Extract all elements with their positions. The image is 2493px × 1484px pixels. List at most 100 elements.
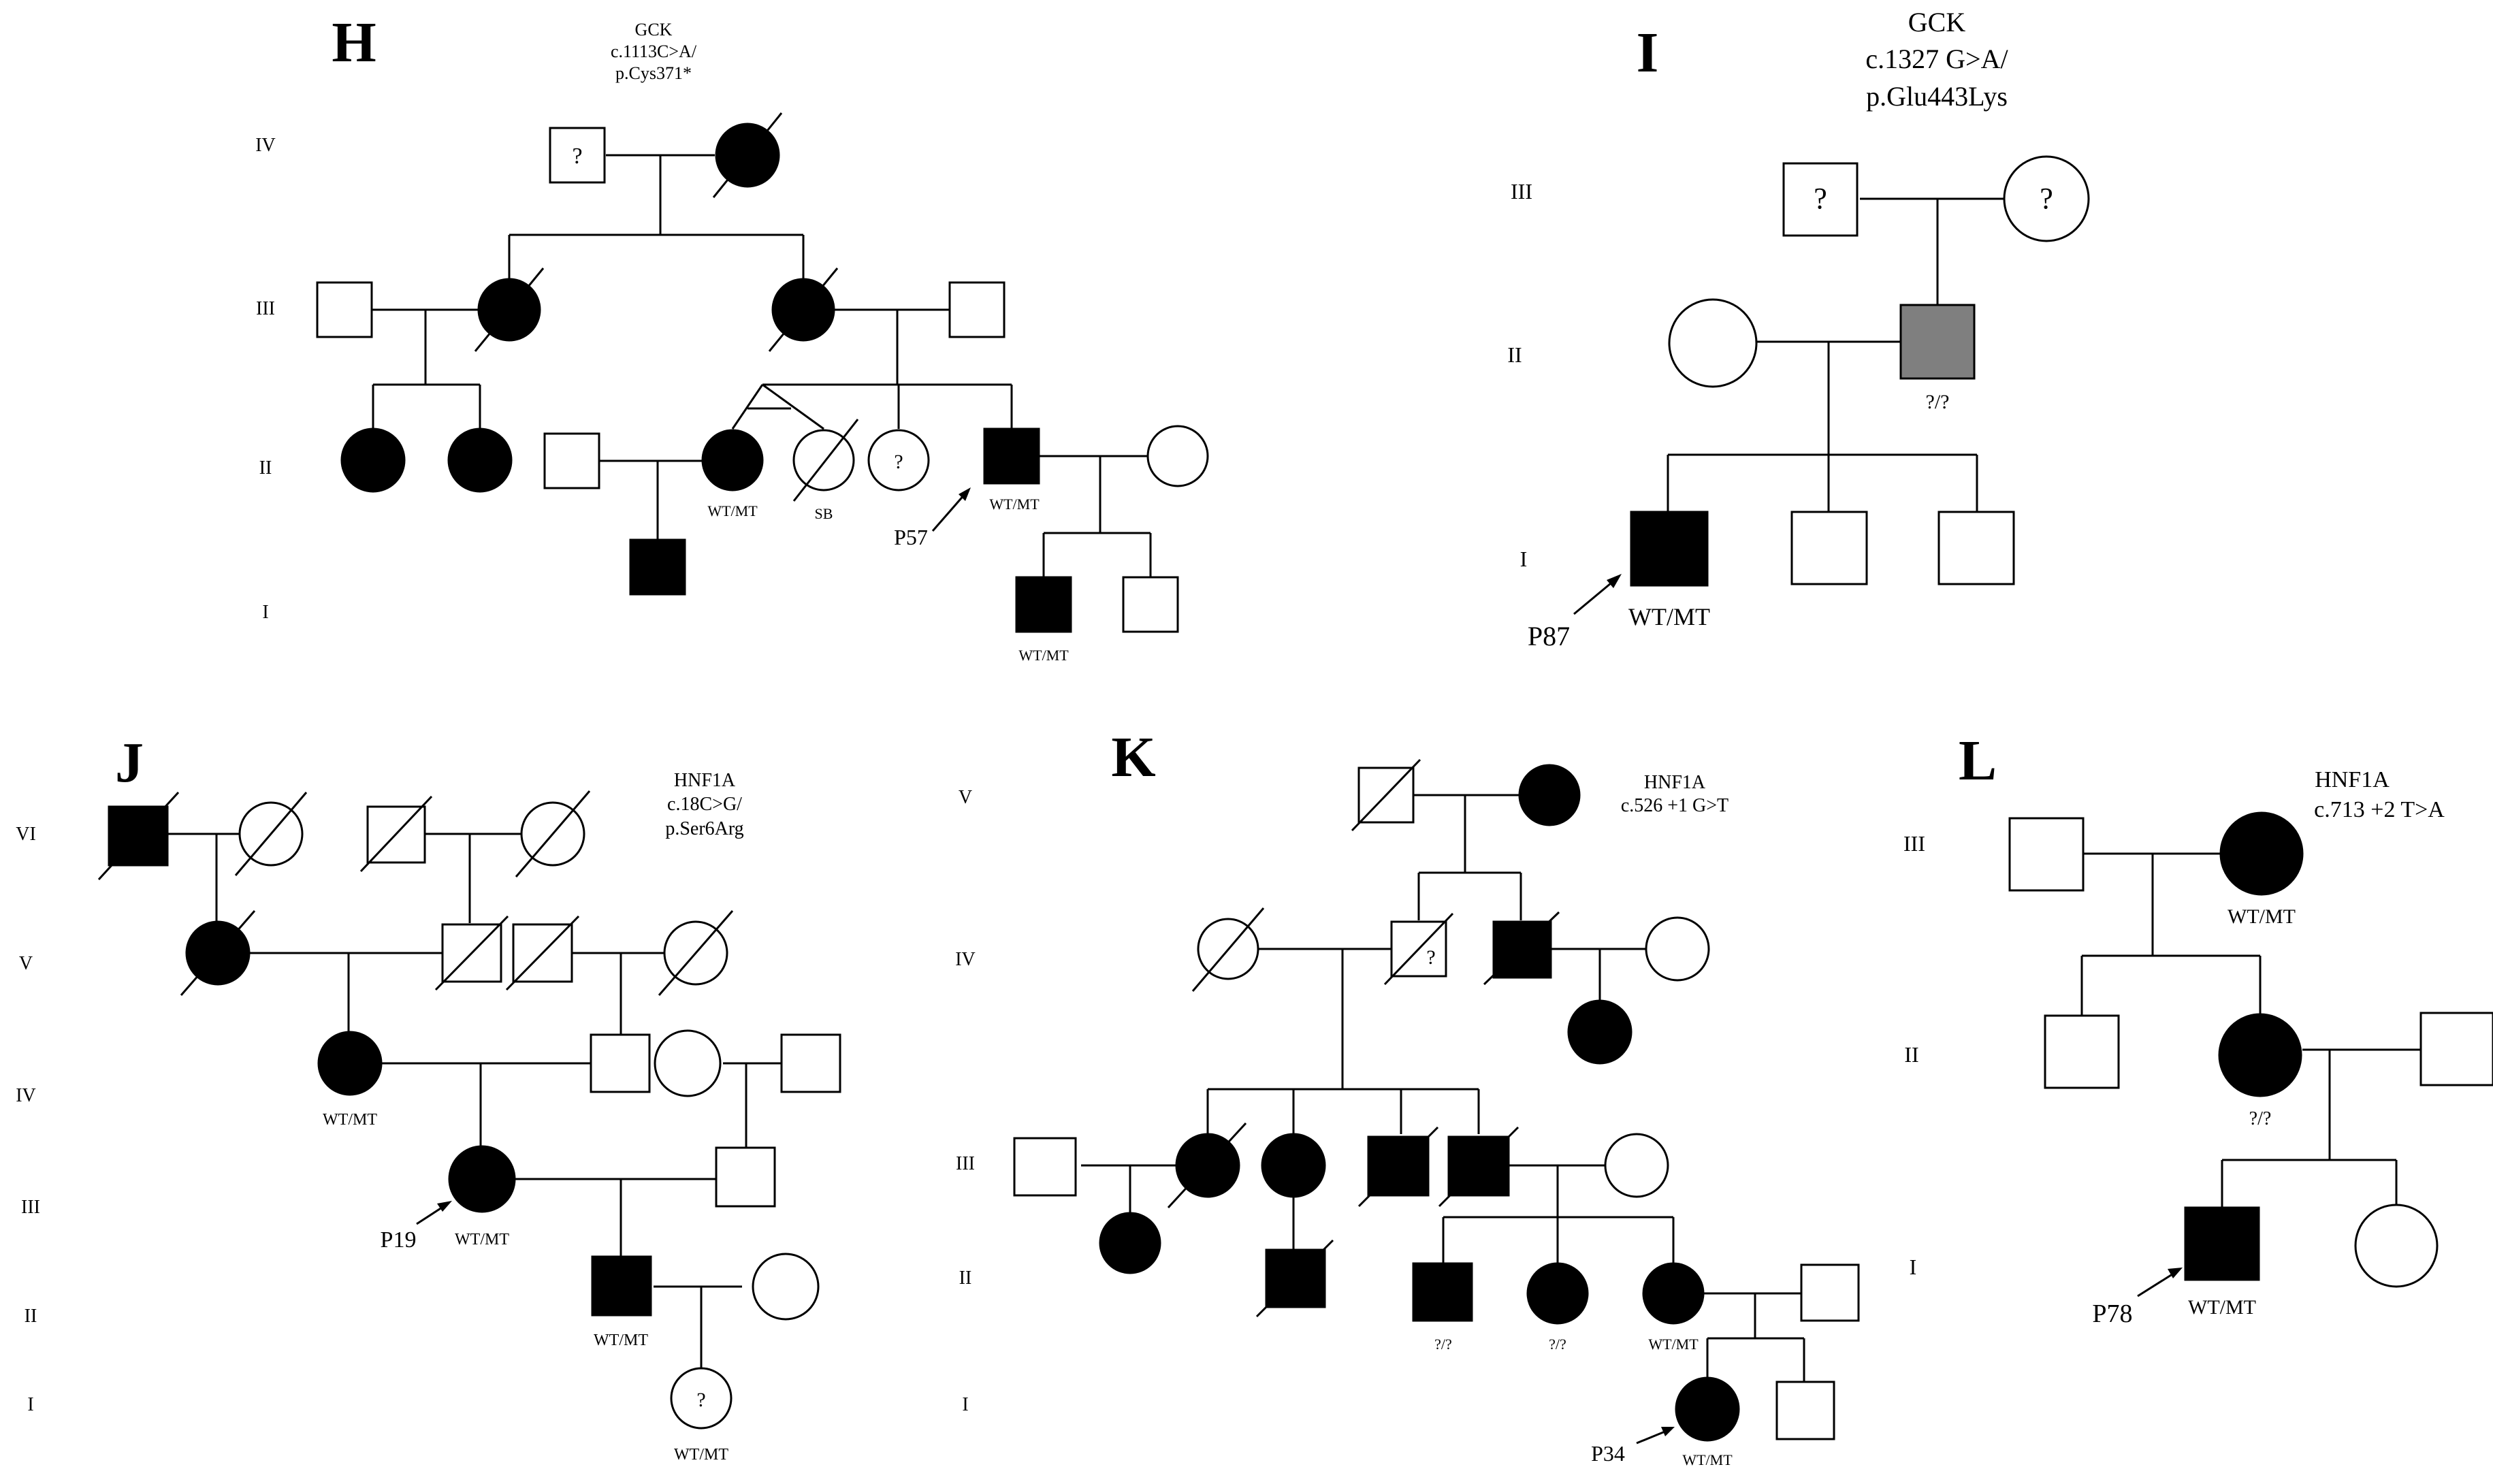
generation-label: II <box>25 1306 37 1327</box>
proband-arrowhead <box>1661 1427 1675 1436</box>
panel-i: I GCK c.1327 G>A/ p.Glu443Lys III II I ?… <box>1507 7 2090 651</box>
generation-label: II <box>1904 1042 1918 1067</box>
individual-female-unaffected <box>752 1253 820 1321</box>
genotype-label: WT/MT <box>1628 603 1710 630</box>
variant-label-k-1: c.526 +1 G>T <box>1621 795 1728 816</box>
individual-female-affected <box>447 428 513 493</box>
generation-label: III <box>1511 179 1532 204</box>
generation-label: III <box>21 1197 40 1218</box>
panel-k: K HNF1A c.526 +1 G>T V IV III II I <box>955 726 1860 1468</box>
individual-female-unaffected <box>2354 1204 2439 1288</box>
panel-h: H GCK c.1113C>A/ p.Cys371* IV III II I <box>255 11 1209 664</box>
individual-male-unaffected <box>780 1033 841 1093</box>
individual-female-affected <box>1518 764 1581 826</box>
individual-female-affected <box>317 1031 383 1096</box>
genotype-label: ?/? <box>2249 1108 2272 1129</box>
generation-label: II <box>959 1268 972 1289</box>
genotype-label: ?/? <box>1434 1336 1452 1353</box>
proband-arrowhead <box>959 487 971 501</box>
individual-male-affected <box>629 538 686 596</box>
individual-female-affected <box>2218 1013 2302 1097</box>
individual-male-affected-proband <box>1630 511 1709 587</box>
unknown-mark: ? <box>2040 182 2053 215</box>
individual-female-unaffected <box>654 1029 722 1097</box>
genotype-label: WT/MT <box>707 502 758 519</box>
variant-label-h-1: c.1113C>A/ <box>611 42 697 61</box>
proband-arrow <box>931 493 967 532</box>
individual-male-affected-deceased <box>1492 920 1552 979</box>
individual-female-unaffected <box>1668 298 1758 388</box>
individual-female-unknown <box>2003 155 2090 242</box>
panel-j: J HNF1A c.18C>G/ p.Ser6Arg VI V IV III I… <box>16 731 841 1464</box>
individual-male-unaffected <box>590 1033 651 1093</box>
gene-label-k: HNF1A <box>1644 772 1706 793</box>
genotype-label: WT/MT <box>1682 1451 1733 1468</box>
individual-male-unaffected <box>2008 817 2085 892</box>
generation-label: V <box>19 953 33 974</box>
proband-arrow <box>1636 1430 1667 1445</box>
generation-label: I <box>1910 1255 1917 1279</box>
panel-letter-k: K <box>1111 726 1155 789</box>
genotype-label: WT/MT <box>455 1231 509 1248</box>
variant-label-h-2: p.Cys371* <box>615 63 692 83</box>
unknown-mark: ? <box>894 451 903 473</box>
proband-arrowhead <box>1607 574 1622 588</box>
individual-male-unaffected <box>2044 1014 2120 1089</box>
individual-male-affected <box>591 1255 652 1317</box>
pedigree-lines-h <box>372 154 1152 577</box>
generation-label: I <box>27 1394 33 1415</box>
proband-label: P87 <box>1528 621 1570 651</box>
variant-label-l-1: c.713 +2 T>A <box>2314 797 2445 822</box>
individual-male-unaffected <box>1775 1381 1835 1440</box>
individual-stillbirth-deceased <box>792 429 855 491</box>
variant-label-i-2: p.Glu443Lys <box>1866 81 2008 112</box>
individual-male-unaffected <box>715 1146 776 1208</box>
individual-male-affected-proband <box>983 428 1040 485</box>
panel-letter-l: L <box>1959 729 1997 792</box>
individual-female-affected-proband <box>1675 1376 1740 1442</box>
individual-male-affected-proband <box>2184 1206 2260 1281</box>
generation-label: III <box>1903 831 1925 856</box>
individual-male-unaffected <box>1800 1263 1860 1322</box>
pedigree-lines-i <box>1667 197 2004 512</box>
individual-female-affected <box>1261 1133 1326 1198</box>
individual-female-unaffected <box>1645 916 1710 982</box>
genotype-label: WT/MT <box>323 1111 377 1129</box>
proband-label: P78 <box>2092 1300 2132 1328</box>
individual-female-affected <box>701 429 764 491</box>
individual-male-unaffected <box>316 281 373 338</box>
variant-label-i-1: c.1327 G>A/ <box>1865 44 2008 74</box>
unknown-mark: ? <box>1814 182 1827 215</box>
generation-label: IV <box>955 949 976 970</box>
panel-letter-h: H <box>332 11 376 74</box>
individual-male-unaffected <box>1937 511 2015 585</box>
genotype-label: ?/? <box>1549 1336 1566 1353</box>
generation-label: II <box>1507 342 1522 367</box>
genotype-label: WT/MT <box>594 1332 648 1349</box>
individual-female-unaffected <box>1146 425 1209 487</box>
gene-label-l: HNF1A <box>2315 767 2390 792</box>
pedigree-lines-l <box>2080 852 2421 1208</box>
individual-male-unknown <box>549 127 606 184</box>
proband-label: P34 <box>1591 1441 1625 1466</box>
individual-female-affected <box>1567 999 1632 1065</box>
individual-female-unaffected <box>1604 1133 1669 1198</box>
proband-arrowhead <box>437 1201 452 1212</box>
individual-female-affected <box>1099 1212 1161 1274</box>
genotype-label: WT/MT <box>989 496 1040 513</box>
individual-female-affected <box>1526 1262 1589 1325</box>
genotype-label: WT/MT <box>2227 905 2296 928</box>
unknown-mark: ? <box>1426 946 1435 969</box>
generation-label: IV <box>16 1085 36 1106</box>
generation-label: III <box>956 1153 975 1174</box>
individual-male-gray <box>1899 304 1976 380</box>
generation-label: II <box>259 457 272 479</box>
pedigree-lines-j <box>167 833 782 1368</box>
individual-male-unaffected <box>1122 576 1179 633</box>
panel-letter-i: I <box>1637 21 1659 84</box>
individual-male-unaffected <box>543 432 600 489</box>
individual-male-unaffected <box>1790 511 1868 585</box>
generation-label: III <box>256 298 275 319</box>
